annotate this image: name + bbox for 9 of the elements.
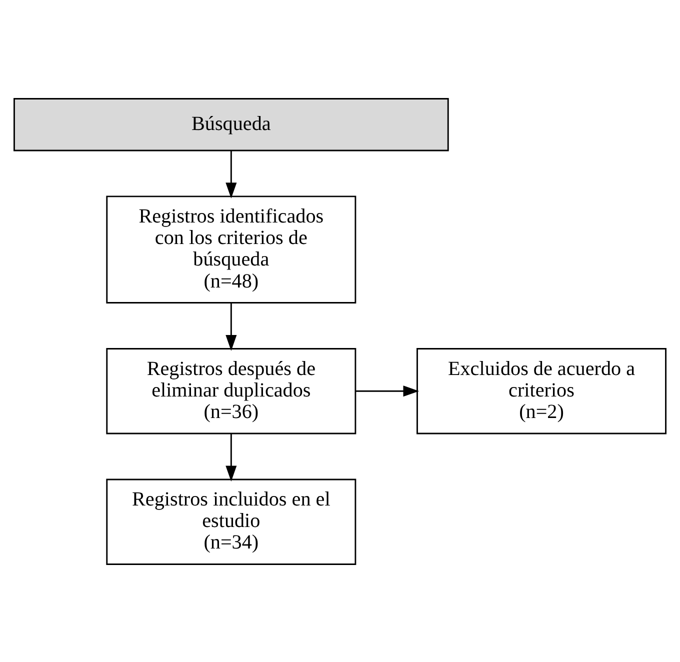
arrow (226, 433, 237, 482)
arrow (226, 150, 237, 198)
node-box: Búsqueda (14, 98, 449, 151)
node-box: Excluidos de acuerdo a criterios (n=2) (416, 348, 666, 434)
node-box: Registros después de eliminar duplicados (n=36) (106, 348, 356, 434)
node-box: Registros identificados con los criterios de búsqueda (n=48) (106, 195, 356, 303)
arrow (356, 385, 420, 396)
arrow (226, 302, 237, 350)
node-box: Registros incluidos en el estudio (n=34) (106, 478, 356, 564)
